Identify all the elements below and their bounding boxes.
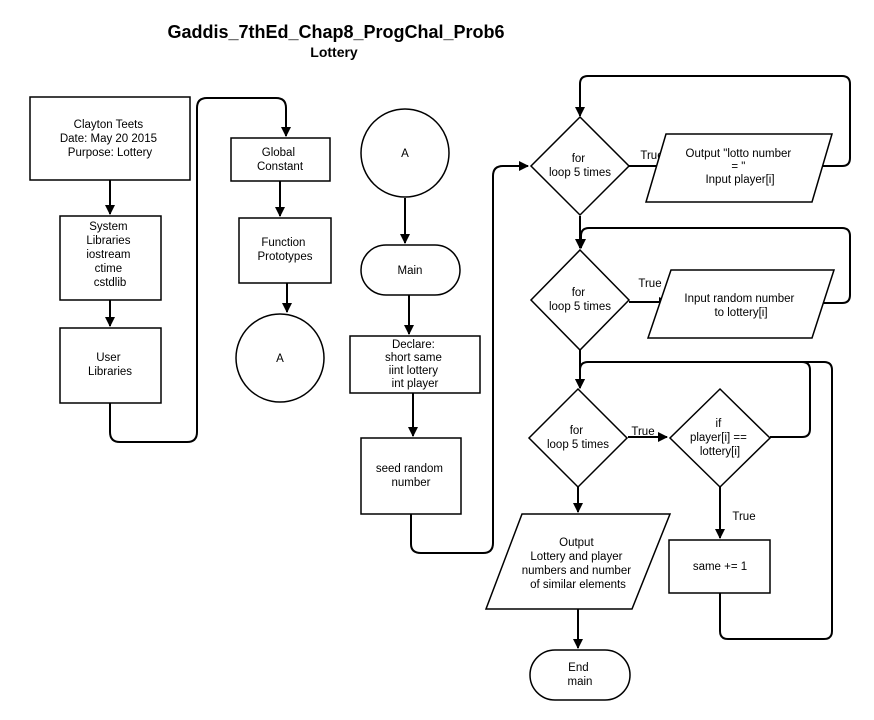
same-increment-box: same += 1 — [668, 539, 771, 594]
edge-same-back — [719, 361, 833, 640]
loop1-decision: for loop 5 times — [529, 115, 631, 217]
main-terminator: Main — [360, 244, 461, 296]
output-lotto-parallelogram: Output "lotto number = " Input player[i] — [644, 133, 834, 203]
header-line: Clayton Teets — [74, 119, 144, 131]
svg-text:for loop 5 times: for loop 5 times — [547, 425, 609, 451]
loop1-line: for — [572, 153, 586, 165]
svg-text:User Libraries: User Libraries — [88, 352, 132, 378]
main-label: Main — [398, 265, 423, 277]
svg-text:Declare: short same: Declare: short same iint lottery int pla… — [385, 339, 445, 390]
svg-text:if player[i] == lo: if player[i] == lottery[i] — [690, 418, 750, 458]
output-final-line: Lottery and player — [530, 551, 622, 563]
svg-text:for loop 5 times: for loop 5 times — [549, 153, 611, 179]
system-libraries-line: cstdlib — [94, 277, 127, 289]
global-constant-box: Global Constant — [230, 137, 331, 182]
loop2-line: loop 5 times — [549, 301, 611, 313]
user-libraries-line: Libraries — [88, 366, 132, 378]
global-constant-line: Constant — [257, 161, 304, 173]
svg-text:Function Prototypes: Function Prototypes — [258, 237, 313, 263]
if-true-label: True — [732, 511, 755, 523]
system-libraries-line: ctime — [95, 263, 122, 275]
svg-text:Output Lottery and playe: Output Lottery and player numbers and nu… — [522, 537, 635, 591]
svg-text:Input random number to l: Input random number to lottery[i] — [684, 293, 797, 319]
if-match-decision: if player[i] == lottery[i] — [668, 387, 772, 489]
output-final-parallelogram: Output Lottery and player numbers and nu… — [484, 513, 672, 610]
loop3-decision: for loop 5 times — [527, 387, 629, 489]
if-match-line: lottery[i] — [700, 446, 740, 458]
seed-line: seed random — [376, 463, 443, 475]
end-main-line: main — [568, 676, 593, 688]
flow-lines — [105, 75, 851, 649]
input-random-line: Input random number — [684, 293, 794, 305]
declare-line: short same — [385, 352, 442, 364]
loop1-line: loop 5 times — [549, 167, 611, 179]
diagram-title: Gaddis_7thEd_Chap8_ProgChal_Prob6 — [167, 22, 504, 42]
declare-line: int player — [392, 378, 439, 390]
input-random-line: to lottery[i] — [714, 307, 767, 319]
edge-loop1-back — [575, 75, 851, 167]
seed-box: seed random number — [360, 437, 462, 515]
connector-a-out-label: A — [276, 353, 284, 365]
output-lotto-line: = " — [731, 161, 745, 173]
loop2-true-label: True — [638, 278, 661, 290]
svg-text:End main: End main — [568, 662, 593, 688]
output-lotto-line: Output "lotto number — [686, 148, 792, 160]
if-match-line: player[i] == — [690, 432, 747, 444]
system-libraries-line: System — [89, 221, 127, 233]
declare-line: iint lottery — [389, 365, 438, 377]
seed-line: number — [392, 477, 431, 489]
edge-loop2-back — [576, 227, 851, 304]
declare-line: Declare: — [392, 339, 435, 351]
end-main-terminator: End main — [529, 649, 631, 701]
output-final-line: numbers and number — [522, 565, 631, 577]
svg-text:Clayton Teets Date: May: Clayton Teets Date: May 20 2015 Purpose:… — [60, 119, 160, 159]
if-match-line: if — [716, 418, 723, 430]
header-box: Clayton Teets Date: May 20 2015 Purpose:… — [29, 96, 191, 181]
output-final-line: Output — [559, 537, 594, 549]
global-constant-line: Global — [262, 147, 295, 159]
output-lotto-line: Input player[i] — [705, 174, 774, 186]
edge-seed-to-loop1 — [410, 161, 529, 554]
connector-a-in: A — [360, 108, 450, 198]
loop2-decision: for loop 5 times — [529, 248, 631, 352]
system-libraries-line: Libraries — [86, 235, 130, 247]
function-prototypes-line: Function — [261, 237, 305, 249]
function-prototypes-line: Prototypes — [258, 251, 313, 263]
user-libraries-box: User Libraries — [59, 327, 162, 404]
svg-text:System Libraries i: System Libraries iostream ctime cstdlib — [86, 221, 133, 289]
connector-a-in-label: A — [401, 148, 409, 160]
loop3-true-label: True — [631, 426, 654, 438]
svg-text:Output "lotto number = ": Output "lotto number = " Input player[i] — [686, 148, 795, 186]
declare-box: Declare: short same iint lottery int pla… — [349, 335, 481, 394]
connector-a-out: A — [235, 313, 325, 403]
system-libraries-box: System Libraries iostream ctime cstdlib — [59, 215, 162, 301]
svg-text:Global Constant: Global Constant — [257, 147, 304, 173]
loop1-true-label: True — [640, 150, 663, 162]
loop3-line: for — [570, 425, 584, 437]
svg-text:seed random number: seed random number — [376, 463, 446, 489]
function-prototypes-box: Function Prototypes — [238, 217, 332, 284]
header-line: Date: May 20 2015 — [60, 133, 157, 145]
svg-text:for loop 5 times: for loop 5 times — [549, 287, 611, 313]
loop3-line: loop 5 times — [547, 439, 609, 451]
user-libraries-line: User — [96, 352, 120, 364]
input-random-parallelogram: Input random number to lottery[i] — [646, 269, 836, 339]
end-main-line: End — [568, 662, 588, 674]
system-libraries-line: iostream — [86, 249, 130, 261]
output-final-line: of similar elements — [530, 579, 626, 591]
edge-user-to-global — [109, 97, 291, 443]
header-line: Purpose: Lottery — [68, 147, 153, 159]
loop2-line: for — [572, 287, 586, 299]
diagram-subtitle: Lottery — [310, 44, 358, 60]
same-increment-label: same += 1 — [693, 561, 747, 573]
edge-if-false-back — [575, 361, 811, 438]
